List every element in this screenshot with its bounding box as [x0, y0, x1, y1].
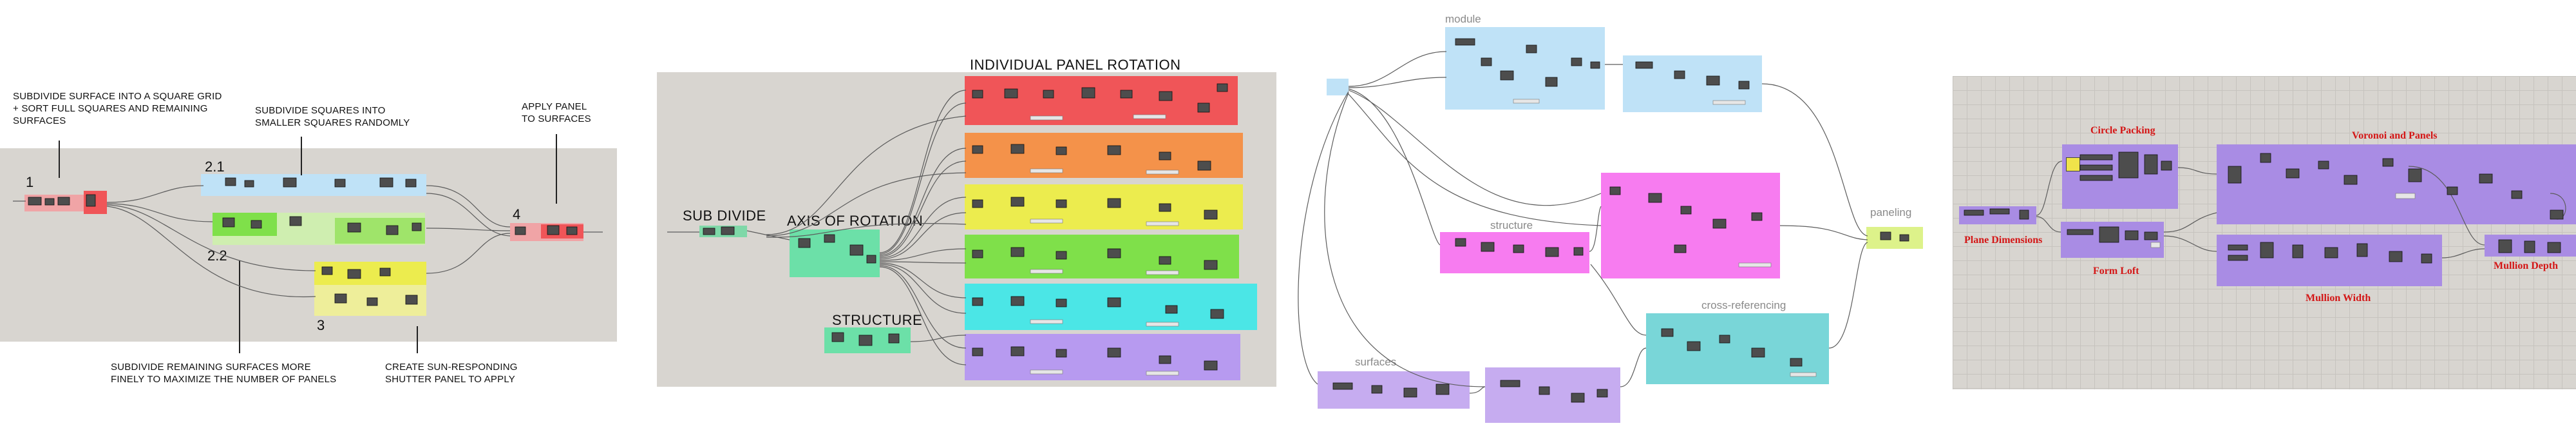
group-cross-referencing	[1646, 313, 1829, 384]
structure-group-label: structure	[1490, 219, 1533, 231]
annotation-top-3: APPLY PANEL TO SURFACES	[522, 101, 591, 124]
group-yellow-rotation	[965, 184, 1243, 229]
annotation-top-1: SUBDIVIDE SURFACE INTO A SQUARE GRID + S…	[13, 91, 222, 126]
group-mullion-width	[2217, 235, 2442, 286]
step-1-label: 1	[26, 174, 34, 190]
module-label: module	[1445, 13, 1481, 25]
form-loft-label: Form Loft	[2093, 266, 2139, 277]
group-structure-pink-large	[1601, 173, 1780, 278]
circle-packing-label: Circle Packing	[2090, 125, 2155, 136]
mullion-width-label: Mullion Width	[2306, 293, 2371, 304]
group-green-rotation	[965, 235, 1239, 278]
voronoi-label: Voronoi and Panels	[2352, 130, 2438, 141]
paneling-label: paneling	[1870, 206, 1912, 219]
group-red-rotation	[965, 76, 1238, 125]
group-voronoi	[2217, 144, 2576, 224]
step-2-1-label: 2.1	[205, 159, 225, 175]
yellow-panel-swatch	[2066, 157, 2080, 171]
surfaces-label: surfaces	[1355, 356, 1397, 368]
panel-2-title: INDIVIDUAL PANEL ROTATION	[970, 57, 1181, 73]
sub-divide-label: SUB DIVIDE	[683, 208, 766, 224]
group-paneling	[1866, 227, 1923, 249]
group-3-yellow-dark	[314, 262, 426, 285]
group-purple-rotation	[965, 334, 1240, 380]
mullion-depth-label: Mullion Depth	[2494, 260, 2559, 271]
annotation-top-2: SUBDIVIDE SQUARES INTO SMALLER SQUARES R…	[255, 105, 410, 128]
cross-referencing-label: cross-referencing	[1701, 299, 1786, 311]
structure-label: STRUCTURE	[832, 312, 923, 328]
step-3-label: 3	[317, 317, 325, 333]
plane-dimensions-label: Plane Dimensions	[1964, 235, 2043, 246]
step-4-label: 4	[513, 206, 521, 222]
annotation-bottom-1: SUBDIVIDE REMAINING SURFACES MORE FINELY…	[111, 362, 337, 385]
panel-4-canvas	[1953, 76, 2576, 389]
group-orange-rotation	[965, 133, 1243, 178]
annotation-bottom-2: CREATE SUN-RESPONDING SHUTTER PANEL TO A…	[385, 362, 518, 385]
group-input-blue	[1327, 79, 1349, 95]
